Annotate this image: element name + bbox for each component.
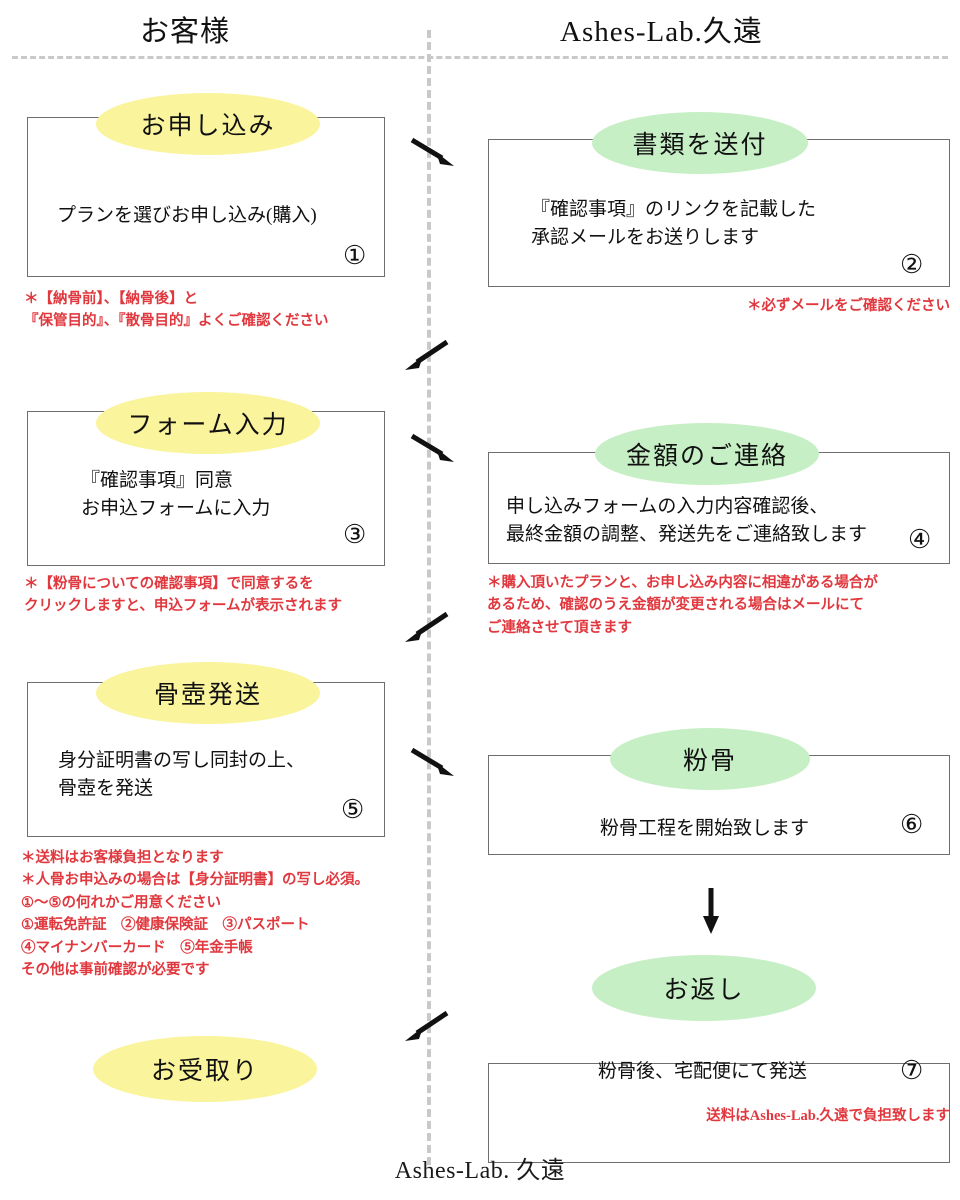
step-number-1: ①	[343, 241, 367, 270]
step-title-label-2: 書類を送付	[632, 132, 768, 159]
step-number-7: ⑦	[900, 1056, 924, 1085]
step-note-1: ＊【納骨前】、【納骨後】と 『保管目的』、『散骨目的』よくご確認ください	[24, 291, 329, 330]
step-body-2: 『確認事項』のリンクを記載した 承認メールをお送りします	[531, 199, 817, 248]
arrow-step6-to-step7	[700, 888, 722, 934]
step-note-3: ＊【粉骨についての確認事項】で同意するを クリックしますと、申込フォームが表示さ…	[24, 576, 342, 615]
step-note-7: 送料はAshes-Lab.久遠で負担致します	[706, 1108, 950, 1124]
step-body-3: 『確認事項』同意 お申込フォームに入力	[81, 470, 271, 519]
arrow-step2-to-step3	[403, 339, 449, 374]
step-note-4: ＊購入頂いたプランと、お申し込み内容に相違がある場合が あるため、確認のうえ金額…	[487, 575, 878, 636]
step-box-7	[488, 1063, 950, 1163]
step-title-ellipse-6: 粉骨	[610, 728, 810, 790]
arrow-step4-to-step5	[403, 611, 449, 646]
step-title-label-7: お返し	[663, 977, 745, 1004]
step-title-label-6: 粉骨	[682, 748, 737, 775]
arrow-step1-to-step2	[410, 136, 456, 170]
step-title-ellipse-3: フォーム入力	[96, 392, 320, 454]
step-body-7: 粉骨後、宅配便にて発送	[598, 1061, 808, 1082]
arrow-step7-to-receipt	[403, 1010, 449, 1045]
vertical-lane-divider	[427, 30, 431, 1165]
step-number-6: ⑥	[900, 810, 924, 839]
final-receipt-ellipse: お受取り	[93, 1036, 317, 1102]
step-title-label-4: 金額のご連絡	[625, 443, 788, 470]
step-note-2: ＊必ずメールをご確認ください	[747, 298, 950, 314]
final-receipt-label: お受取り	[150, 1058, 259, 1085]
step-body-4: 申し込みフォームの入力内容確認後、 最終金額の調整、発送先をご連絡致します	[506, 496, 868, 545]
arrow-step5-to-step6	[410, 746, 456, 780]
column-header-company: Ashes-Lab.久遠	[560, 16, 763, 48]
step-number-4: ④	[908, 525, 932, 554]
step-body-6: 粉骨工程を開始致します	[600, 818, 810, 839]
step-number-5: ⑤	[341, 795, 365, 824]
step-title-ellipse-4: 金額のご連絡	[595, 423, 819, 485]
horizontal-divider	[12, 56, 948, 59]
step-title-ellipse-5: 骨壺発送	[96, 662, 320, 724]
step-title-ellipse-1: お申し込み	[96, 93, 320, 155]
footer-brand: Ashes-Lab. 久遠	[394, 1158, 566, 1184]
step-title-label-1: お申し込み	[140, 113, 276, 140]
step-title-ellipse-7: お返し	[592, 955, 816, 1021]
step-note-5: ＊送料はお客様負担となります ＊人骨お申込みの場合は【身分証明書】の写し必須。 …	[21, 850, 369, 979]
step-title-ellipse-2: 書類を送付	[592, 112, 808, 174]
step-title-label-3: フォーム入力	[127, 412, 289, 439]
arrow-step3-to-step4	[410, 432, 456, 466]
step-body-5: 身分証明書の写し同封の上、 骨壺を発送	[58, 750, 306, 799]
step-number-2: ②	[900, 250, 924, 279]
step-body-1: プランを選びお申し込み(購入)	[57, 205, 317, 226]
column-header-customer: お客様	[140, 16, 231, 48]
step-number-3: ③	[343, 520, 367, 549]
step-title-label-5: 骨壺発送	[153, 682, 262, 709]
